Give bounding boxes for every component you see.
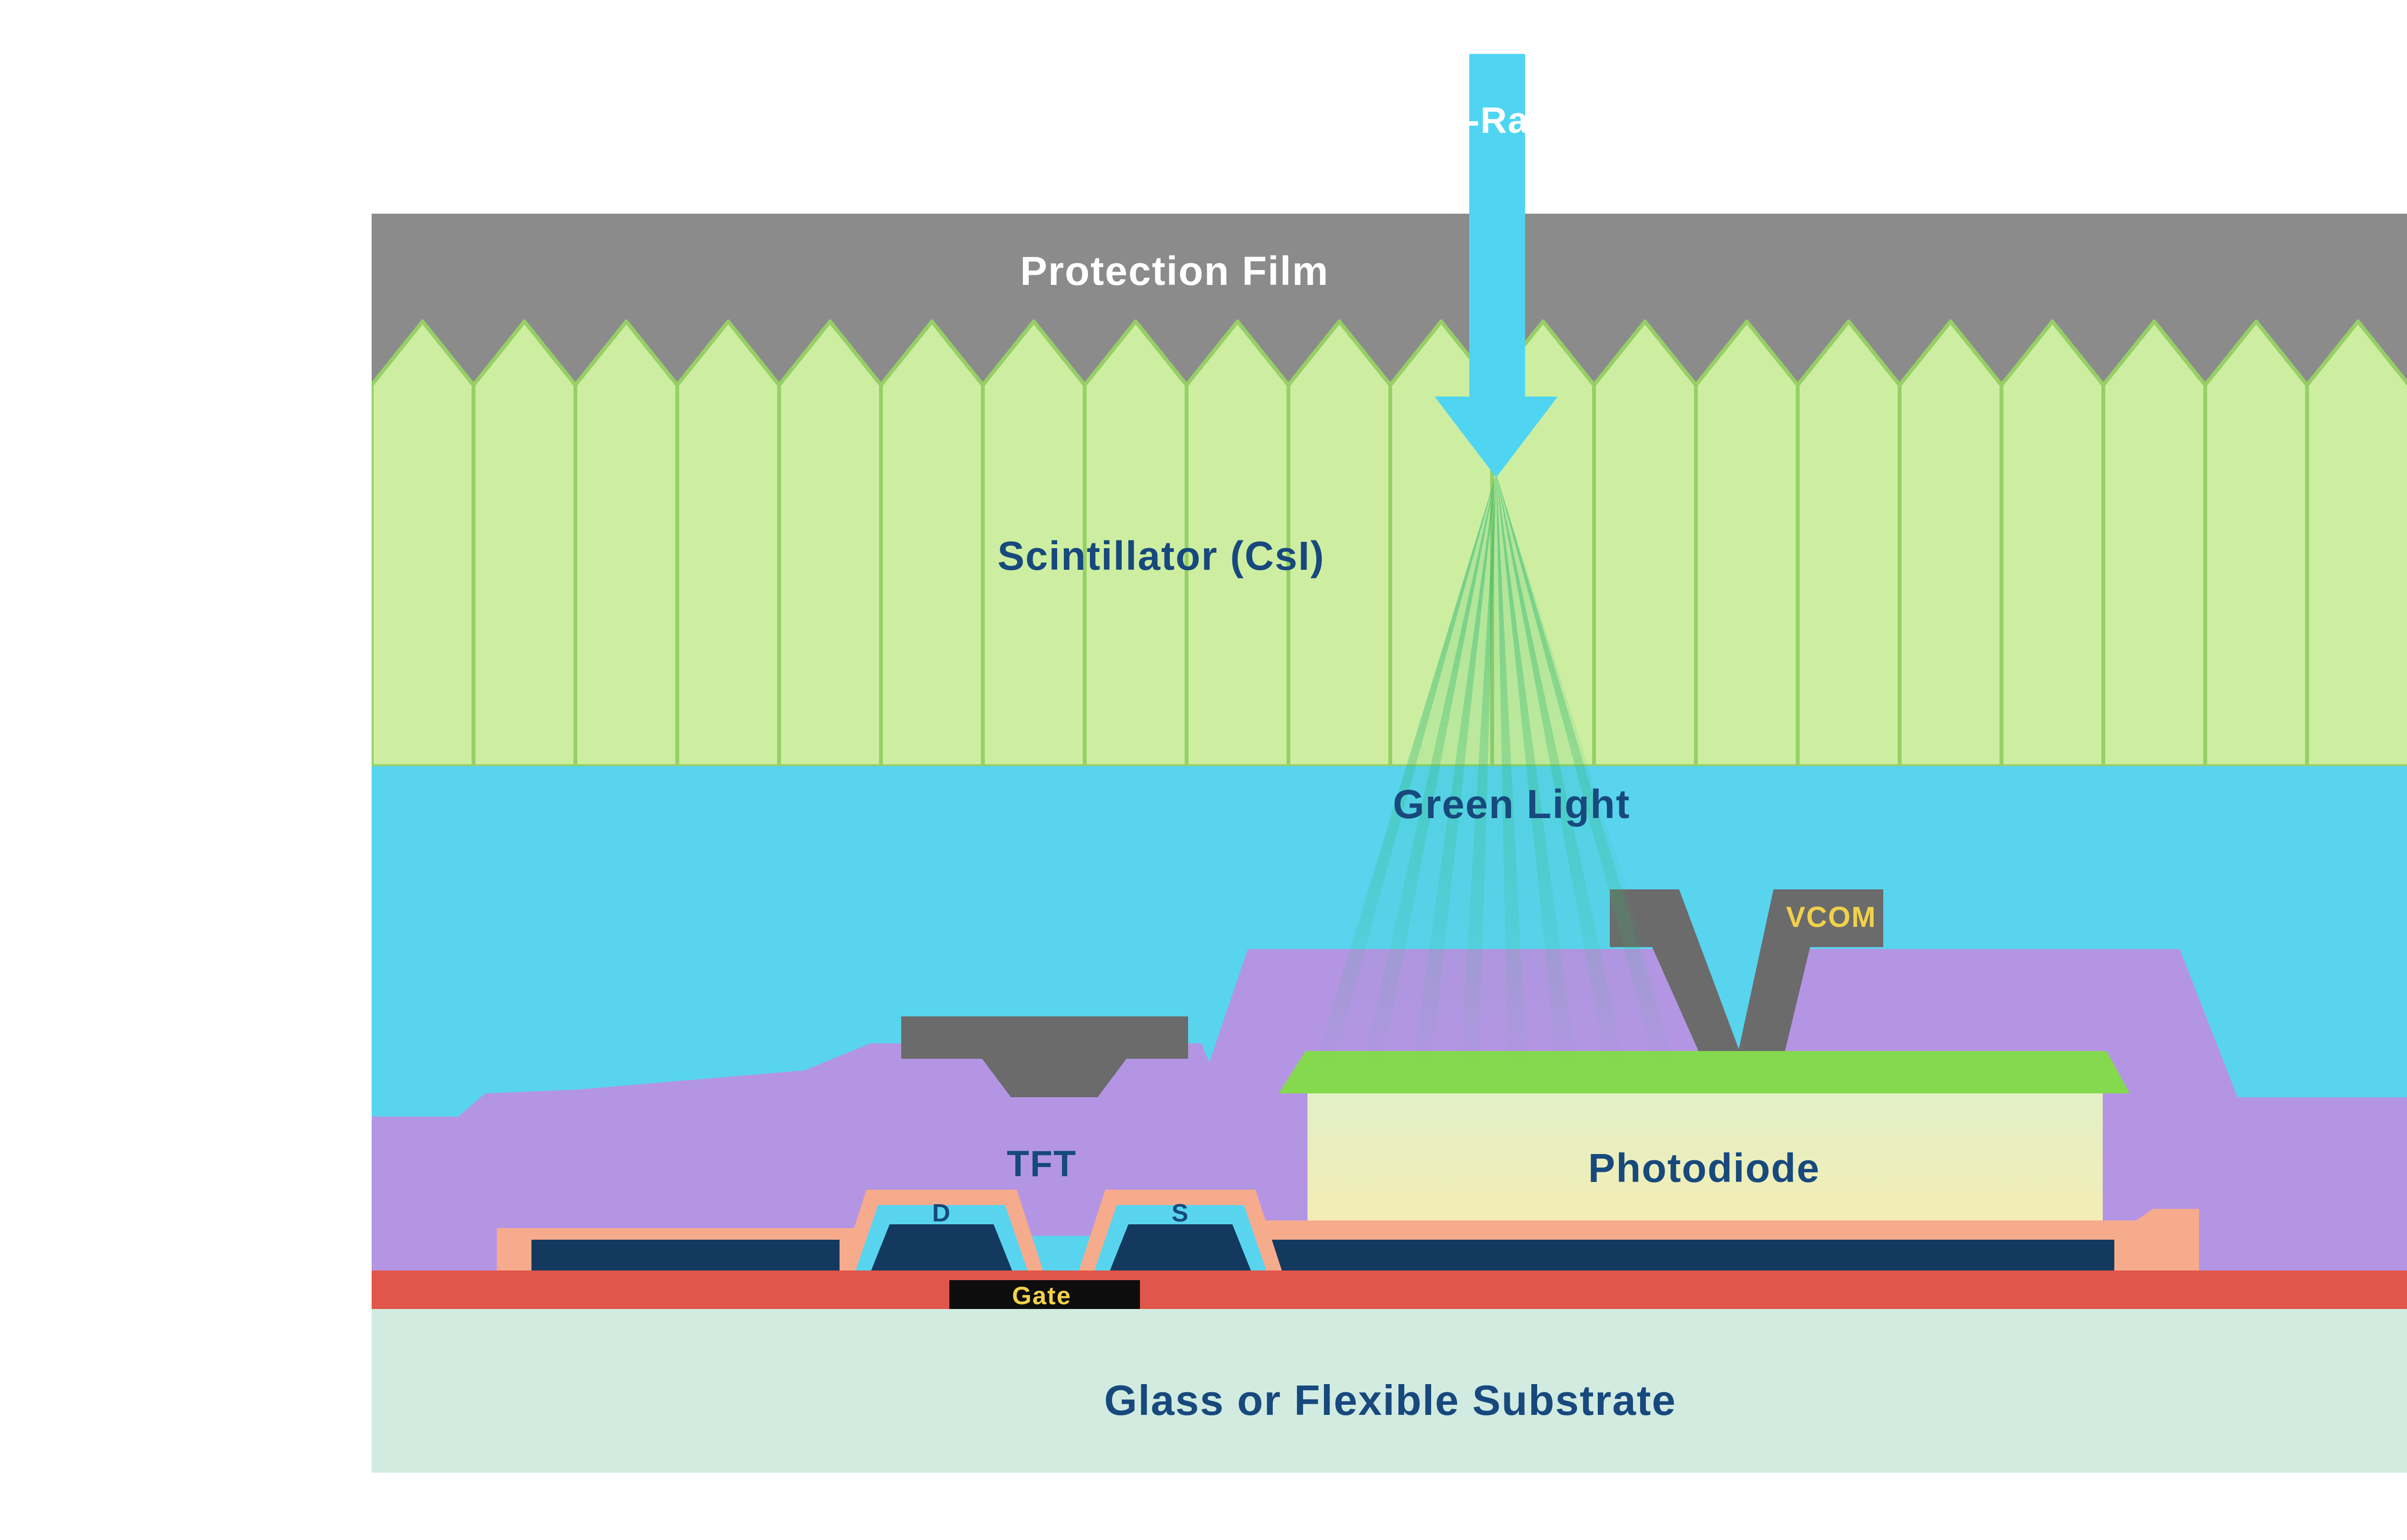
- drain-label: D: [932, 1198, 951, 1227]
- xray-arrow: [1435, 54, 1558, 477]
- metal-main-bar: [1255, 1240, 2114, 1272]
- vcom-electrode: [1610, 889, 1883, 1107]
- metal-left-bar: [531, 1240, 840, 1272]
- protection-film-label: Protection Film: [1020, 250, 1329, 295]
- scintillator-label: Scintillator (CsI): [997, 535, 1325, 579]
- scintillator-layer: [372, 320, 2407, 766]
- gate-line-layer: [372, 1270, 2407, 1309]
- photodiode-body: [1307, 1070, 2103, 1244]
- tft-drain-electrode: [870, 1224, 1013, 1272]
- insulator-right-step: [2114, 1209, 2199, 1272]
- vcom-label: VCOM: [1786, 902, 1876, 935]
- xray-label: X-Ray: [1442, 102, 1551, 142]
- gate-label: Gate: [1012, 1281, 1072, 1310]
- green-light-label: Green Light: [1393, 783, 1631, 828]
- substrate-layer: [372, 1309, 2407, 1473]
- gate-electrode: [949, 1280, 1140, 1311]
- substrate-label: Glass or Flexible Substrate: [1104, 1376, 1677, 1424]
- green-light-rays: [1311, 474, 1685, 1074]
- left-top-electrode: [901, 1016, 1188, 1097]
- photodiode-label: Photodiode: [1588, 1147, 1820, 1192]
- tft-label: TFT: [1007, 1145, 1077, 1186]
- source-label: S: [1171, 1198, 1190, 1227]
- tft-source-electrode: [1109, 1224, 1252, 1272]
